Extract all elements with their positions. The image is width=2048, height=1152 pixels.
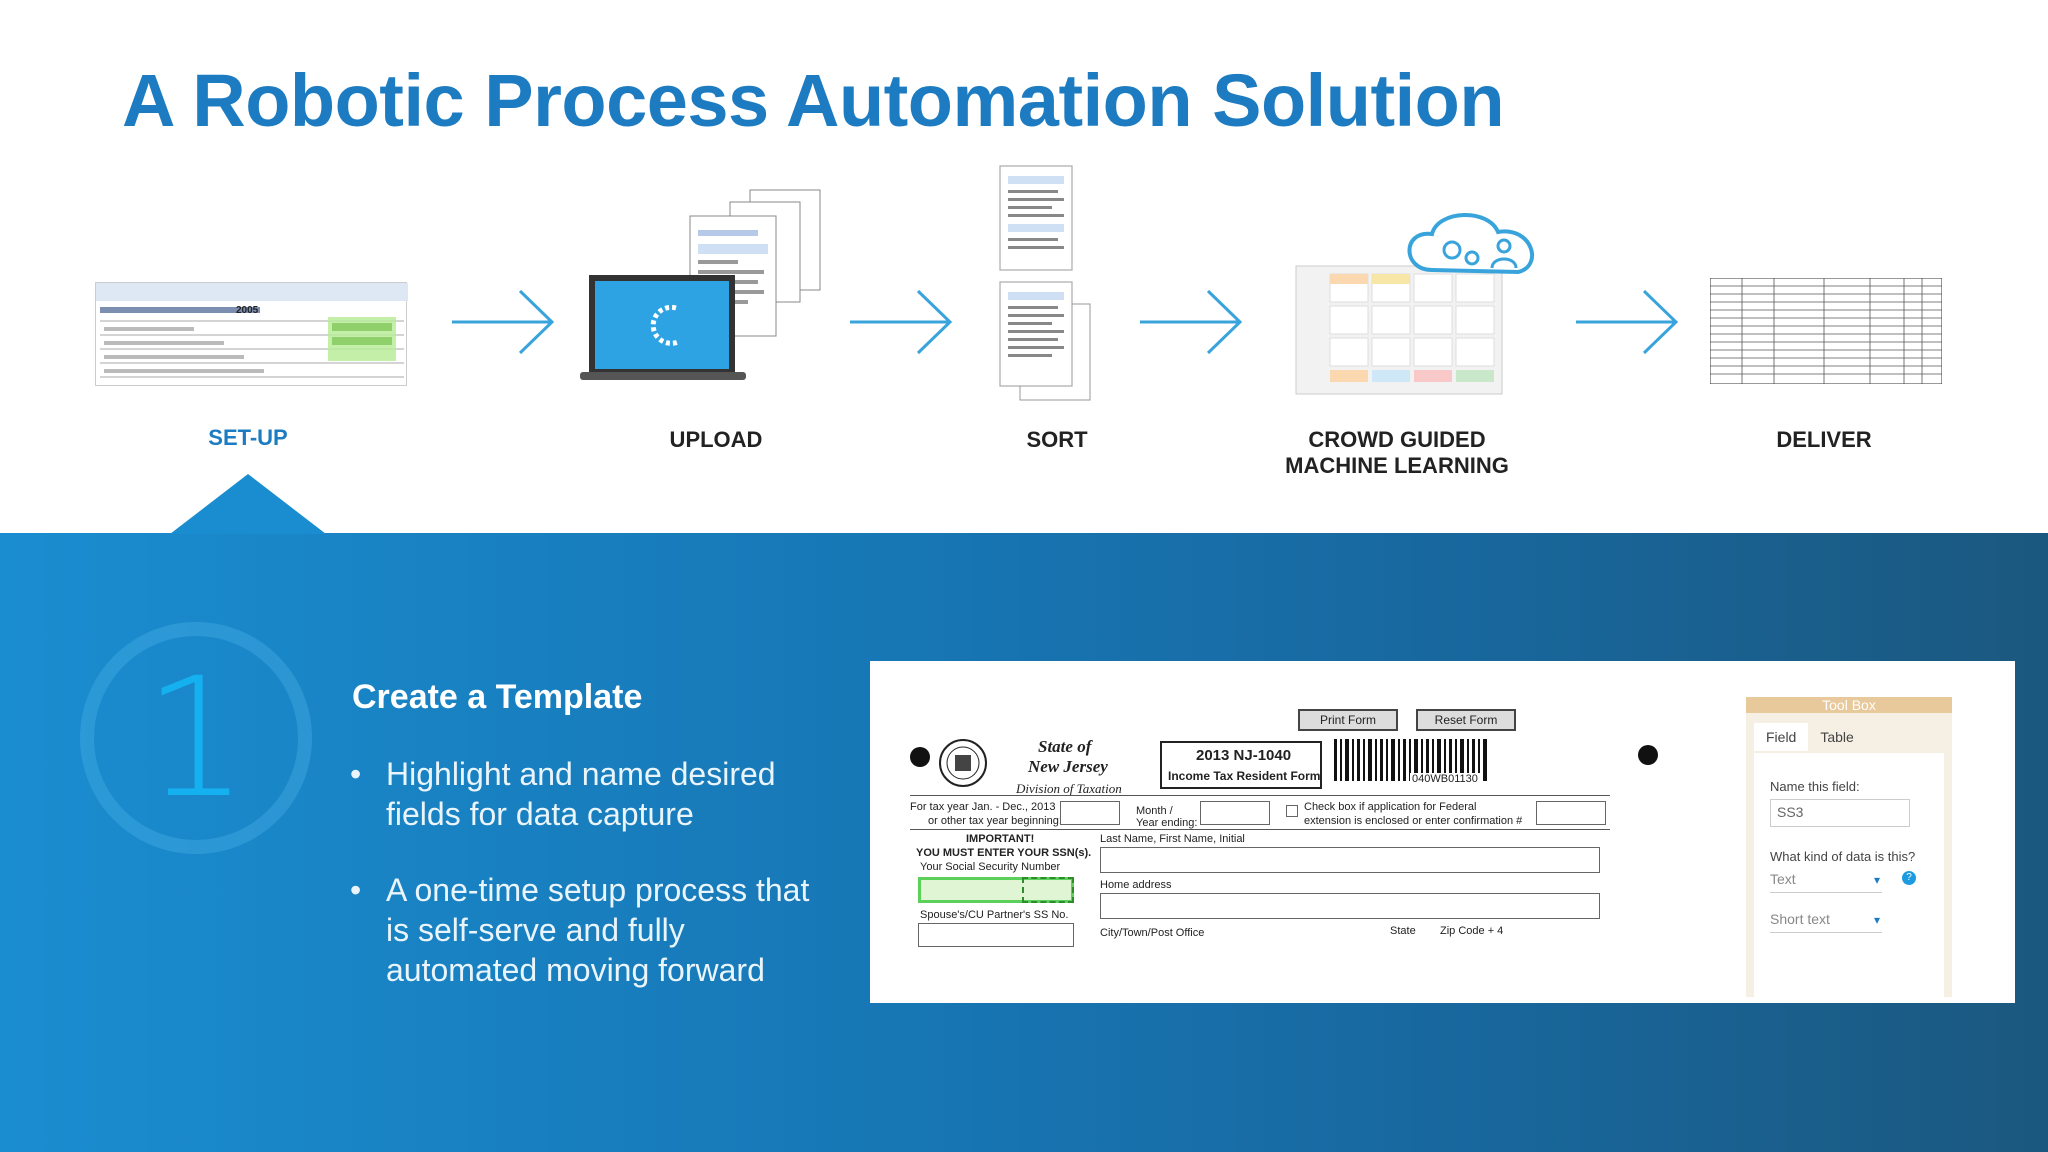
- tab-field[interactable]: Field: [1754, 723, 1809, 751]
- year-end-box[interactable]: [1200, 801, 1270, 825]
- spouse-ssn-box[interactable]: [918, 923, 1074, 947]
- form-id-line2: Income Tax Resident Form: [1168, 769, 1321, 783]
- your-ssn-label: Your Social Security Number: [920, 861, 1061, 873]
- bullet-text: Highlight and name desired fields for da…: [386, 756, 776, 832]
- barcode-text: 040WB01130: [1410, 773, 1480, 785]
- step-label-sort: SORT: [1026, 427, 1088, 452]
- template-tool-screenshot: Print Form Reset Form State of New Jerse…: [870, 661, 2015, 1003]
- state-seal-icon: [939, 739, 987, 787]
- ssn-field-highlight[interactable]: [918, 877, 1074, 903]
- form-id-line1: 2013 NJ-1040: [1196, 747, 1292, 764]
- year-ending-label: Year ending:: [1136, 817, 1198, 829]
- deliver-table-image: [1709, 277, 1943, 385]
- data-kind-label: What kind of data is this?: [1770, 849, 1916, 864]
- name-field-label: Name this field:: [1770, 779, 1860, 794]
- form-left-dot: [910, 747, 930, 767]
- data-kind-select[interactable]: Text: [1770, 871, 1882, 893]
- arrow-right-icon: [452, 289, 555, 355]
- bullet-item: • A one-time setup process that is self-…: [350, 870, 830, 990]
- step-label-crowd-line2: MACHINE LEARNING: [1285, 453, 1509, 478]
- section-heading: Create a Template: [352, 678, 643, 716]
- tax-year-label: For tax year Jan. - Dec., 2013: [910, 801, 1056, 813]
- data-subtype-select[interactable]: Short text: [1770, 911, 1882, 933]
- setup-form-image: 2005: [95, 282, 408, 386]
- address-input-box[interactable]: [1100, 893, 1600, 919]
- bullet-item: • Highlight and name desired fields for …: [350, 754, 830, 834]
- tax-form: Print Form Reset Form State of New Jerse…: [910, 701, 1700, 981]
- laptop-icon: [580, 189, 821, 380]
- step-label-setup: SET-UP: [208, 425, 288, 450]
- crowd-ml-image: [1292, 210, 1562, 396]
- step-label-deliver: DELIVER: [1776, 427, 1872, 452]
- state-line1: State of: [1038, 737, 1092, 756]
- arrow-right-icon: [1576, 289, 1679, 355]
- tax-form-icon: 2005: [96, 283, 408, 378]
- page-title: A Robotic Process Automation Solution: [122, 59, 1505, 142]
- home-address-label: Home address: [1100, 879, 1172, 891]
- barcode-icon: [1334, 739, 1487, 781]
- toolbox-title: Tool Box: [1822, 697, 1876, 713]
- crowd-grid-icon: [1295, 213, 1535, 395]
- field-name-input[interactable]: SS3: [1770, 799, 1910, 827]
- federal-check-label2: extension is enclosed or enter confirmat…: [1304, 815, 1523, 827]
- confirmation-box[interactable]: [1536, 801, 1606, 825]
- state-line2: New Jersey: [1028, 757, 1108, 776]
- step-label-crowd-line1: CROWD GUIDED: [1308, 427, 1486, 452]
- bullet-glyph: •: [350, 756, 362, 792]
- step-label-upload: UPLOAD: [669, 427, 763, 452]
- step-number: 1: [143, 642, 249, 834]
- bullet-glyph: •: [350, 872, 362, 908]
- must-enter-label: YOU MUST ENTER YOUR SSN(s).: [916, 847, 1092, 859]
- upload-laptop-image: [580, 186, 830, 386]
- documents-icon: [999, 165, 1091, 401]
- toolbox-body: Name this field: SS3 What kind of data i…: [1754, 753, 1944, 1003]
- form-right-dot: [1638, 745, 1658, 765]
- month-label: Month /: [1136, 805, 1173, 817]
- active-step-pointer: [170, 474, 326, 534]
- division-label: Division of Taxation: [1016, 781, 1122, 796]
- bullet-text: A one-time setup process that is self-se…: [386, 872, 810, 988]
- name-input-box[interactable]: [1100, 847, 1600, 873]
- tab-table[interactable]: Table: [1820, 729, 1854, 745]
- toolbox-tabs: Field Table: [1754, 723, 1866, 751]
- form-divider: [910, 829, 1610, 830]
- ssn3-selected-box[interactable]: [1022, 877, 1074, 903]
- arrow-right-icon: [850, 289, 953, 355]
- year-begin-box[interactable]: [1060, 801, 1120, 825]
- spreadsheet-icon: [1709, 277, 1943, 385]
- important-label: IMPORTANT!: [966, 833, 1035, 845]
- state-label: State: [1390, 925, 1416, 937]
- form-divider: [910, 795, 1610, 796]
- form-id-box: [1160, 741, 1322, 789]
- federal-checkbox[interactable]: [1286, 805, 1298, 817]
- spouse-ssn-label: Spouse's/CU Partner's SS No.: [920, 909, 1069, 921]
- sort-documents-image: [996, 164, 1096, 404]
- name-line-label: Last Name, First Name, Initial: [1100, 833, 1245, 845]
- reset-form-button[interactable]: Reset Form: [1416, 709, 1516, 731]
- zip-label: Zip Code + 4: [1440, 925, 1504, 937]
- arrow-right-icon: [1140, 289, 1243, 355]
- svg-text:2005: 2005: [236, 305, 259, 316]
- other-year-label: or other tax year beginning:: [928, 815, 1062, 827]
- help-icon[interactable]: ?: [1902, 871, 1916, 885]
- federal-check-label: Check box if application for Federal: [1304, 801, 1477, 813]
- print-form-button[interactable]: Print Form: [1298, 709, 1398, 731]
- toolbox-panel: Tool Box Field Table Name this field: SS…: [1746, 697, 1952, 1003]
- city-label: City/Town/Post Office: [1100, 927, 1205, 939]
